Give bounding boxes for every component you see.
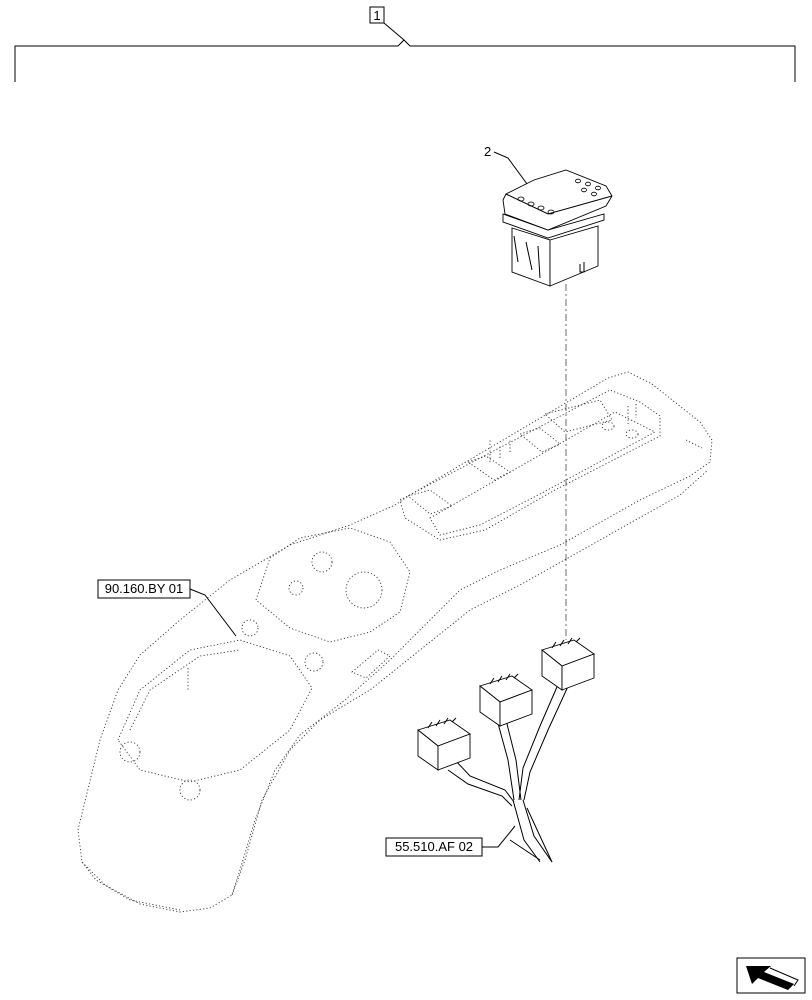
rocker-switch[interactable]: 2	[484, 144, 613, 287]
assembly-label: 1	[373, 8, 380, 23]
assembly-label-box	[369, 6, 385, 24]
arrow-navigation-icon[interactable]	[736, 957, 806, 994]
connector-b	[479, 673, 533, 727]
console-outline: 90.160.BY 01	[77, 371, 713, 913]
assembly-bracket: 1	[14, 6, 796, 82]
harness-ref-label: 55.510.AF 02	[395, 839, 473, 854]
switch-item-label: 2	[484, 144, 491, 159]
connector-c	[541, 637, 595, 691]
console-ref-label: 90.160.BY 01	[105, 581, 184, 596]
connector-a	[417, 717, 471, 771]
wiring-harness: 55.510.AF 02	[385, 637, 595, 863]
